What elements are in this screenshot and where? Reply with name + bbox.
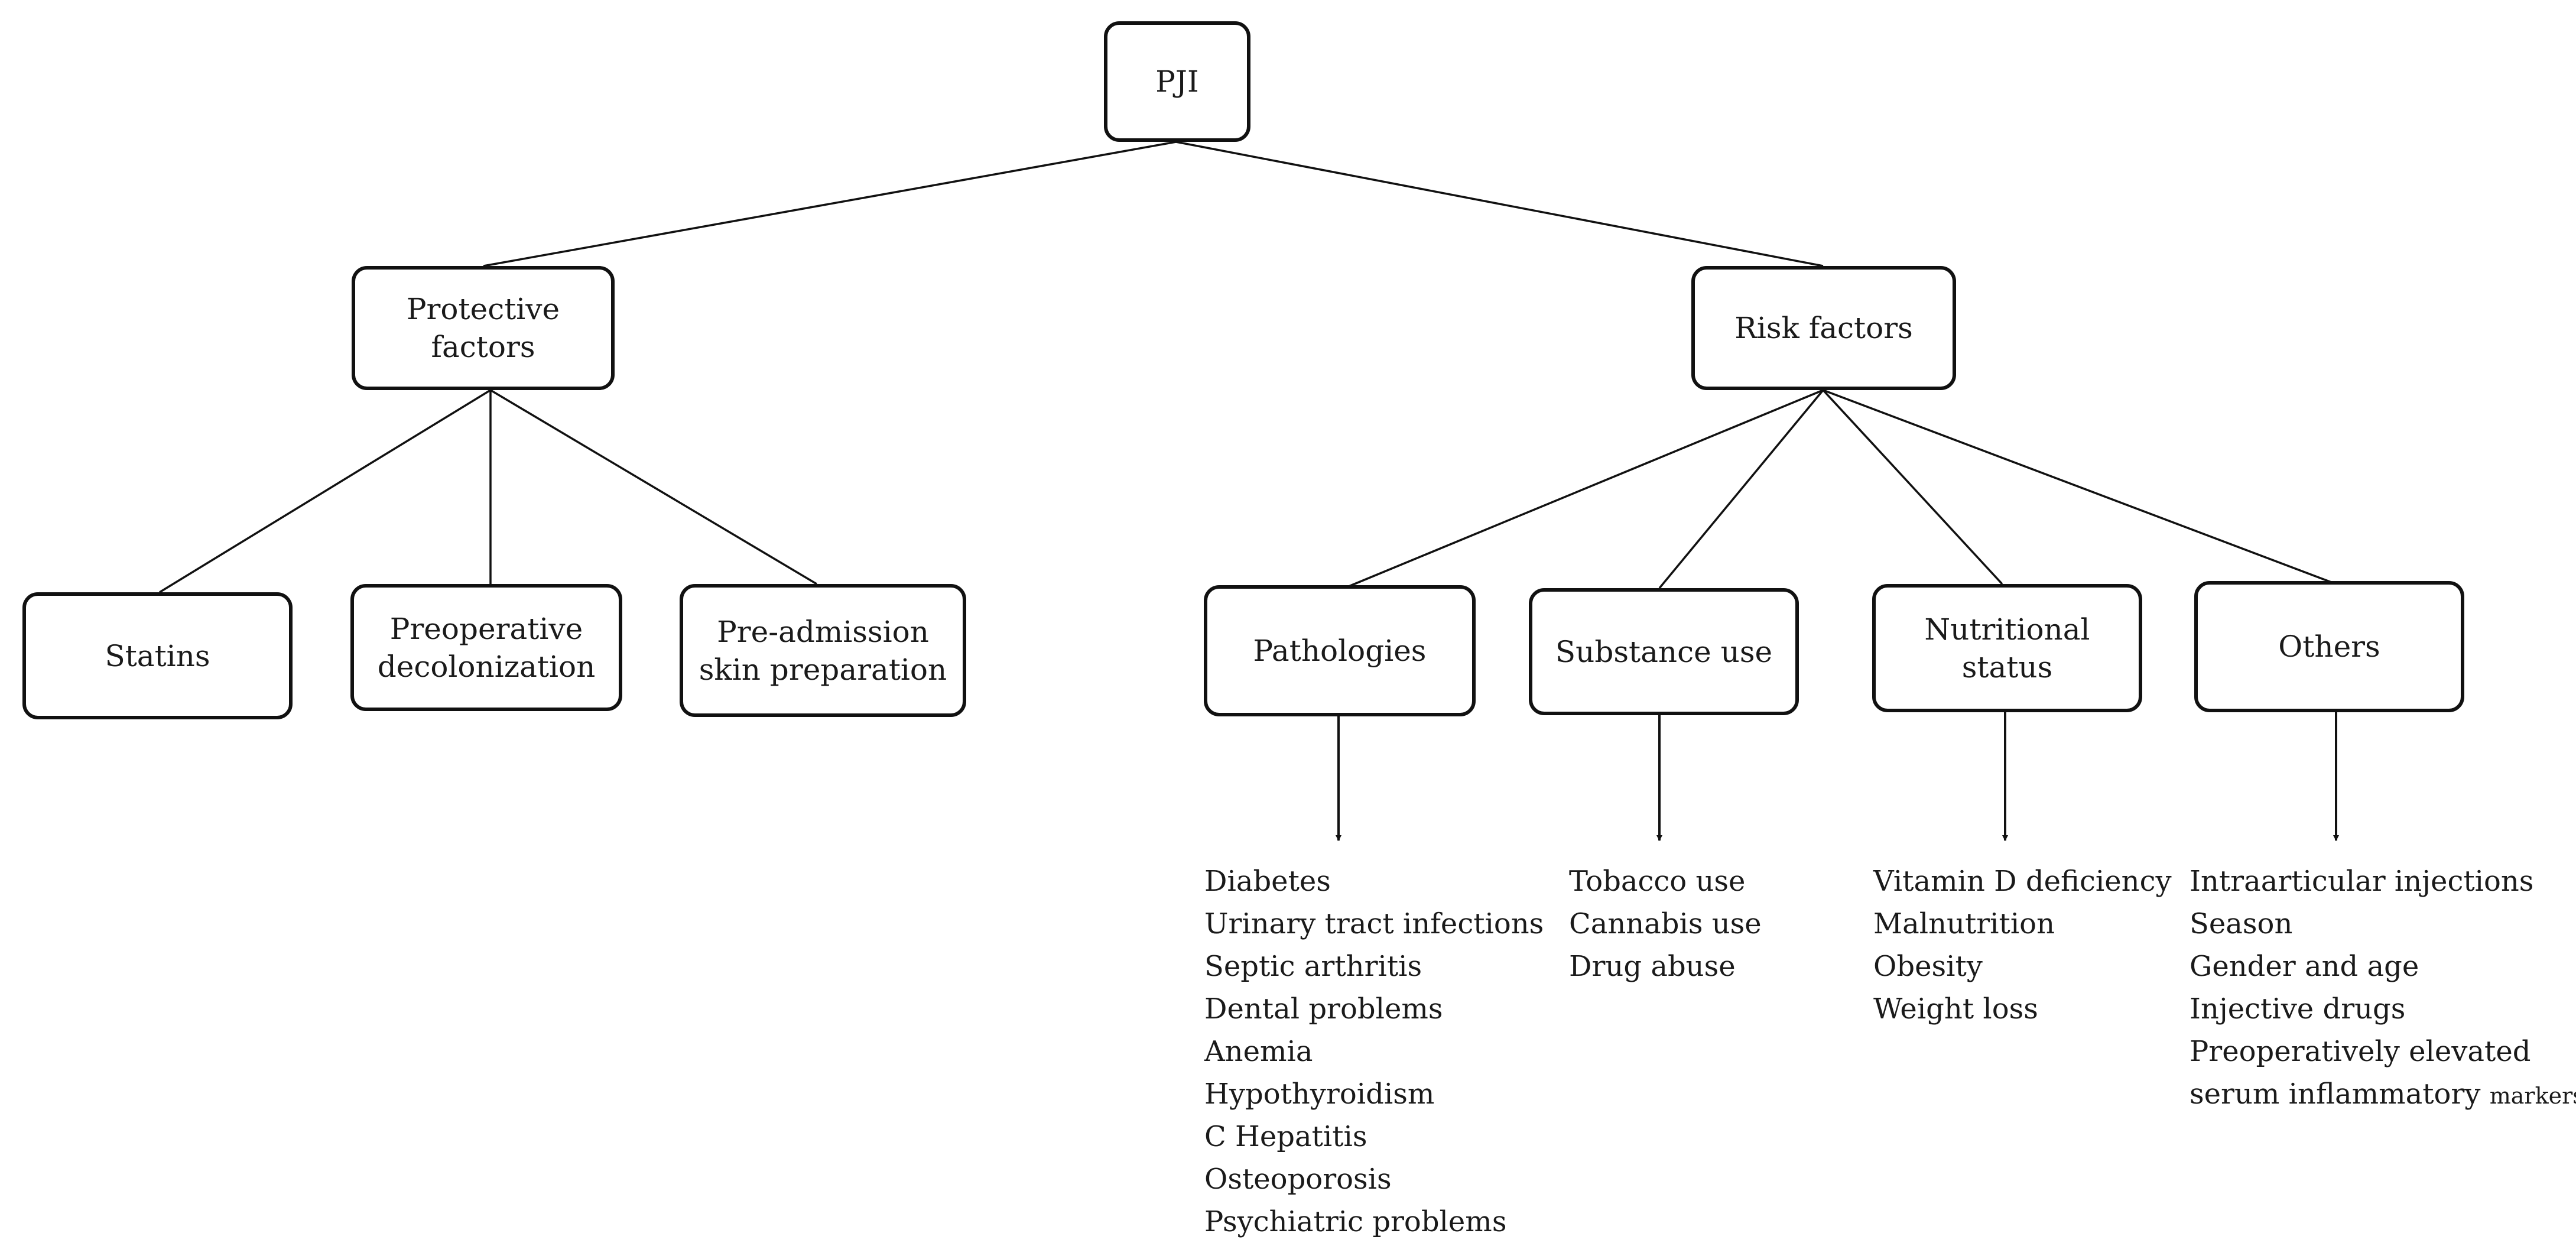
list-item-tail: markers (2489, 1083, 2576, 1109)
node-preoperative-decolonization: Preoperative decolonization (350, 584, 622, 711)
list-item: Hypothyroidism (1204, 1078, 1435, 1111)
node-protective-factors: Protective factors (352, 266, 615, 390)
list-item: Gender and age (2190, 950, 2419, 983)
list-item: Tobacco use (1569, 865, 1746, 898)
node-nutritional-status: Nutritional status (1872, 584, 2142, 712)
node-protective-factors-line1: Protective (406, 292, 560, 326)
node-risk-factors: Risk factors (1691, 266, 1956, 390)
list-item: Septic arthritis (1204, 950, 1422, 983)
edge-pji-risk (1175, 141, 1824, 267)
list-item: Vitamin D deficiency (1873, 865, 2172, 898)
node-substance-use: Substance use (1529, 588, 1799, 715)
node-skin-preparation-line2: skin preparation (699, 652, 947, 687)
node-protective-factors-line2: factors (431, 330, 535, 364)
edge-protective-statins (159, 389, 491, 593)
list-item: Cannabis use (1569, 907, 1762, 940)
node-statins: Statins (22, 592, 293, 719)
node-pji: PJI (1104, 21, 1250, 142)
node-risk-factors-label: Risk factors (1734, 311, 1913, 345)
list-item: Anemia (1204, 1035, 1313, 1068)
edge-risk-pathologies (1344, 389, 1824, 589)
list-item: Psychiatric problems (1204, 1205, 1507, 1238)
edge-protective-skin-prep (490, 389, 817, 585)
list-item: Osteoporosis (1204, 1163, 1392, 1196)
list-item: serum inflammatory markers (2190, 1073, 2576, 1117)
edge-risk-others (1823, 389, 2332, 583)
node-nutritional-status-line1: Nutritional (1924, 612, 2090, 647)
pathologies-list: Diabetes Urinary tract infections Septic… (1204, 860, 1544, 1243)
node-statins-label: Statins (105, 638, 210, 673)
list-item: Injective drugs (2190, 992, 2406, 1026)
node-others: Others (2194, 581, 2464, 712)
node-pathologies-label: Pathologies (1253, 634, 1427, 668)
list-item: Weight loss (1873, 992, 2038, 1026)
list-item: Dental problems (1204, 992, 1443, 1026)
edge-pji-protective (483, 141, 1177, 267)
substance-use-list: Tobacco use Cannabis use Drug abuse (1569, 860, 1762, 988)
node-preoperative-decolonization-line2: decolonization (377, 649, 596, 684)
list-item: Season (2190, 907, 2293, 940)
node-pathologies: Pathologies (1204, 585, 1476, 716)
node-skin-preparation-line1: Pre-admission (717, 614, 929, 649)
list-item: C Hepatitis (1204, 1120, 1367, 1153)
edge-risk-substance (1658, 389, 1824, 589)
node-pji-label: PJI (1155, 64, 1199, 99)
node-nutritional-status-line2: status (1961, 650, 2053, 684)
list-item: Drug abuse (1569, 950, 1736, 983)
list-item: Intraarticular injections (2190, 865, 2534, 898)
list-item: Diabetes (1204, 865, 1331, 898)
list-item: Malnutrition (1873, 907, 2055, 940)
node-substance-use-label: Substance use (1555, 634, 1773, 669)
node-others-label: Others (2278, 630, 2380, 664)
list-item: Preoperatively elevated (2190, 1035, 2531, 1068)
list-item: Obesity (1873, 950, 1983, 983)
edge-risk-nutritional (1822, 389, 2003, 585)
others-list: Intraarticular injections Season Gender … (2190, 860, 2576, 1117)
list-item: Urinary tract infections (1204, 907, 1544, 940)
nutritional-status-list: Vitamin D deficiency Malnutrition Obesit… (1873, 860, 2172, 1030)
node-skin-preparation: Pre-admission skin preparation (680, 584, 966, 717)
node-preoperative-decolonization-line1: Preoperative (389, 611, 583, 646)
list-item-text: serum inflammatory (2190, 1078, 2481, 1111)
